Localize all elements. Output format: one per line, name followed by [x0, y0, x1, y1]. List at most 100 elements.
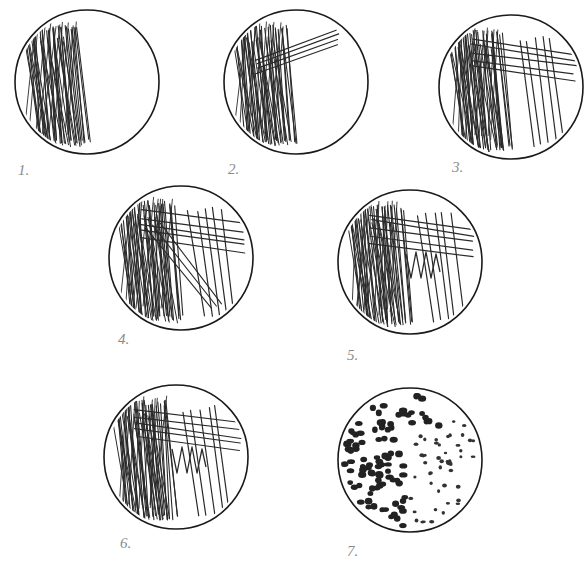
petri-dish	[439, 15, 583, 159]
petri-dish	[104, 385, 248, 529]
colony-dot	[359, 467, 366, 474]
streak-line	[129, 398, 135, 504]
colony-dot	[371, 503, 378, 510]
streak-line	[161, 223, 222, 303]
dish-outline	[109, 186, 253, 330]
zigzag-streak	[406, 252, 440, 278]
colony-dot	[408, 410, 415, 415]
colony-dot	[400, 411, 407, 416]
dish-outline	[338, 388, 482, 532]
colony-dot	[446, 502, 450, 505]
streak-line	[212, 207, 226, 311]
colony-dot	[387, 421, 394, 427]
streak-line	[368, 243, 473, 256]
colony-dot	[437, 489, 440, 493]
colony-dot	[420, 521, 425, 524]
colony-dot	[413, 476, 416, 479]
streak-line	[372, 220, 474, 237]
petri-dish	[338, 190, 482, 334]
culture-streaks	[117, 197, 245, 323]
colony-dot	[448, 459, 451, 463]
colony-dot	[468, 438, 472, 442]
colony-dot	[408, 420, 416, 425]
colony-dot	[375, 437, 382, 442]
colony-dot	[399, 508, 407, 514]
streak-line	[205, 209, 219, 315]
colony-dot	[456, 444, 461, 447]
streak-line	[458, 30, 462, 137]
streak-line	[535, 38, 548, 142]
colony-dot	[428, 471, 433, 474]
streak-line	[28, 38, 49, 147]
colony-dot	[379, 481, 386, 486]
culture-streaks	[341, 393, 476, 528]
dish-number: 7.	[347, 544, 358, 559]
streak-line	[262, 24, 269, 132]
colony-dot	[376, 410, 382, 417]
colony-dot	[461, 433, 465, 437]
colony-dot	[390, 478, 397, 483]
colony-dot	[442, 511, 445, 515]
colony-dot	[399, 463, 407, 468]
colony-dot	[360, 457, 367, 463]
colony-dot	[377, 419, 384, 426]
colony-dot	[456, 485, 461, 489]
colony-dot	[429, 520, 434, 523]
dish-outline	[104, 385, 248, 529]
streak-line	[234, 24, 247, 132]
colony-dot	[413, 511, 417, 514]
colony-dot	[356, 431, 364, 436]
streak-line	[451, 213, 464, 317]
colony-dot	[390, 437, 398, 443]
streak-line	[462, 30, 466, 139]
streak-line	[209, 408, 223, 512]
colony-dot	[423, 461, 427, 465]
culture-streaks	[112, 396, 241, 520]
colony-dot	[408, 497, 413, 500]
colony-dot	[396, 480, 403, 486]
colony-dot	[352, 442, 359, 449]
streak-line	[191, 410, 206, 515]
petri-dish	[224, 10, 368, 154]
streak-line	[435, 213, 448, 319]
streak-line	[275, 27, 283, 131]
colony-dot	[418, 395, 426, 401]
colony-dot	[345, 446, 353, 452]
colony-dot	[436, 456, 441, 460]
culture-streaks	[348, 201, 476, 327]
petri-dish	[109, 186, 253, 330]
colony-dot	[347, 468, 355, 473]
dish-number: 5.	[347, 348, 358, 363]
colony-dot	[456, 502, 461, 505]
streak-line	[465, 27, 475, 139]
colony-dot	[448, 433, 451, 437]
streak-line	[200, 410, 215, 514]
streak-line	[136, 201, 148, 308]
colony-dot	[392, 501, 399, 507]
colony-dot	[402, 495, 409, 500]
streak-line	[375, 201, 379, 313]
colony-dot	[382, 507, 389, 512]
streak-line	[473, 53, 577, 65]
colony-dot	[359, 440, 366, 445]
streak-line	[549, 39, 564, 143]
streak-line	[249, 25, 255, 131]
streak-line	[257, 23, 260, 134]
colony-dot	[434, 438, 438, 442]
colony-dot	[423, 438, 426, 442]
streak-line	[441, 213, 454, 319]
colony-dot	[415, 518, 419, 522]
colony-dot	[391, 511, 398, 517]
streak-line	[265, 23, 274, 134]
dish-outline	[338, 190, 482, 334]
streak-line	[255, 30, 336, 60]
colony-dot	[449, 469, 454, 473]
colony-dot	[347, 459, 355, 464]
streak-line	[240, 26, 246, 133]
colony-dot	[368, 470, 375, 477]
colony-dot	[414, 443, 419, 447]
colony-dot	[419, 453, 424, 457]
colony-dot	[381, 436, 387, 442]
colony-dot	[440, 459, 444, 463]
